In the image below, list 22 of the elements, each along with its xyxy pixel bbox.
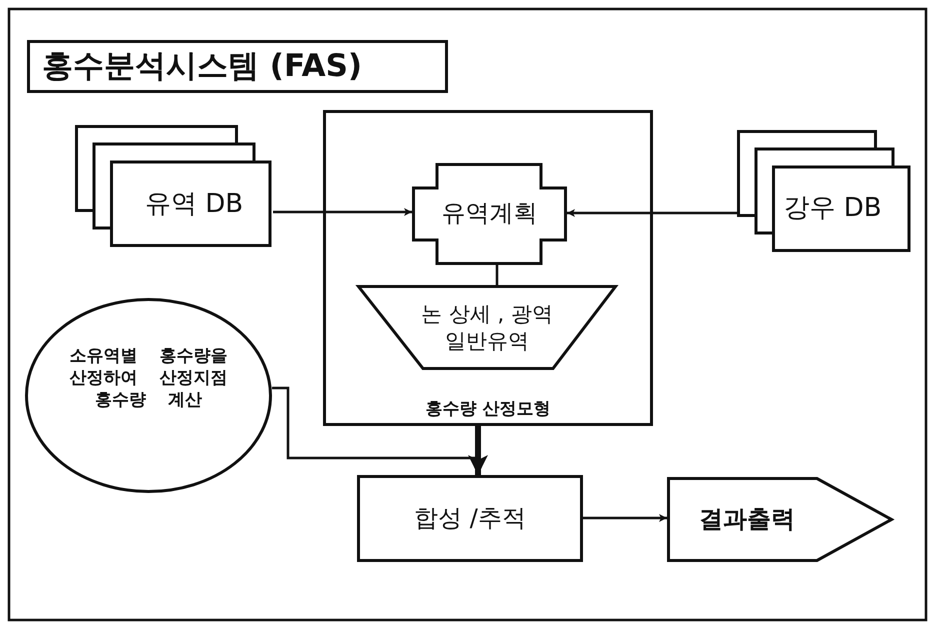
node-label: 강우 DB (782, 192, 883, 225)
arrow (273, 208, 412, 216)
connector-line (496, 265, 498, 285)
arrow (567, 209, 737, 217)
model-frame (323, 110, 653, 426)
node-label: 유역 DB (144, 188, 244, 221)
note-ellipse (25, 298, 272, 493)
node-label: 유역계획 (440, 198, 538, 230)
node-label: 합성 /추적 (413, 502, 527, 534)
node-label: 논 상세 , 광역 일반유역 (420, 300, 554, 355)
arrow (468, 426, 488, 475)
arrow (583, 514, 667, 522)
model-label: 홍수량 산정모형 (424, 398, 552, 421)
database-stack (75, 125, 273, 247)
trapezoid-box (357, 285, 617, 370)
process-box (357, 475, 583, 562)
output-shape (667, 477, 893, 562)
node-label: 소유역별 홍수량을 산정하여 산정지점 홍수량 계산 (68, 344, 228, 412)
title-box: 홍수분석시스템 (FAS) (27, 40, 448, 93)
database-stack (737, 130, 912, 252)
node-label: 결과출력 (698, 504, 796, 535)
process-box (412, 163, 567, 265)
